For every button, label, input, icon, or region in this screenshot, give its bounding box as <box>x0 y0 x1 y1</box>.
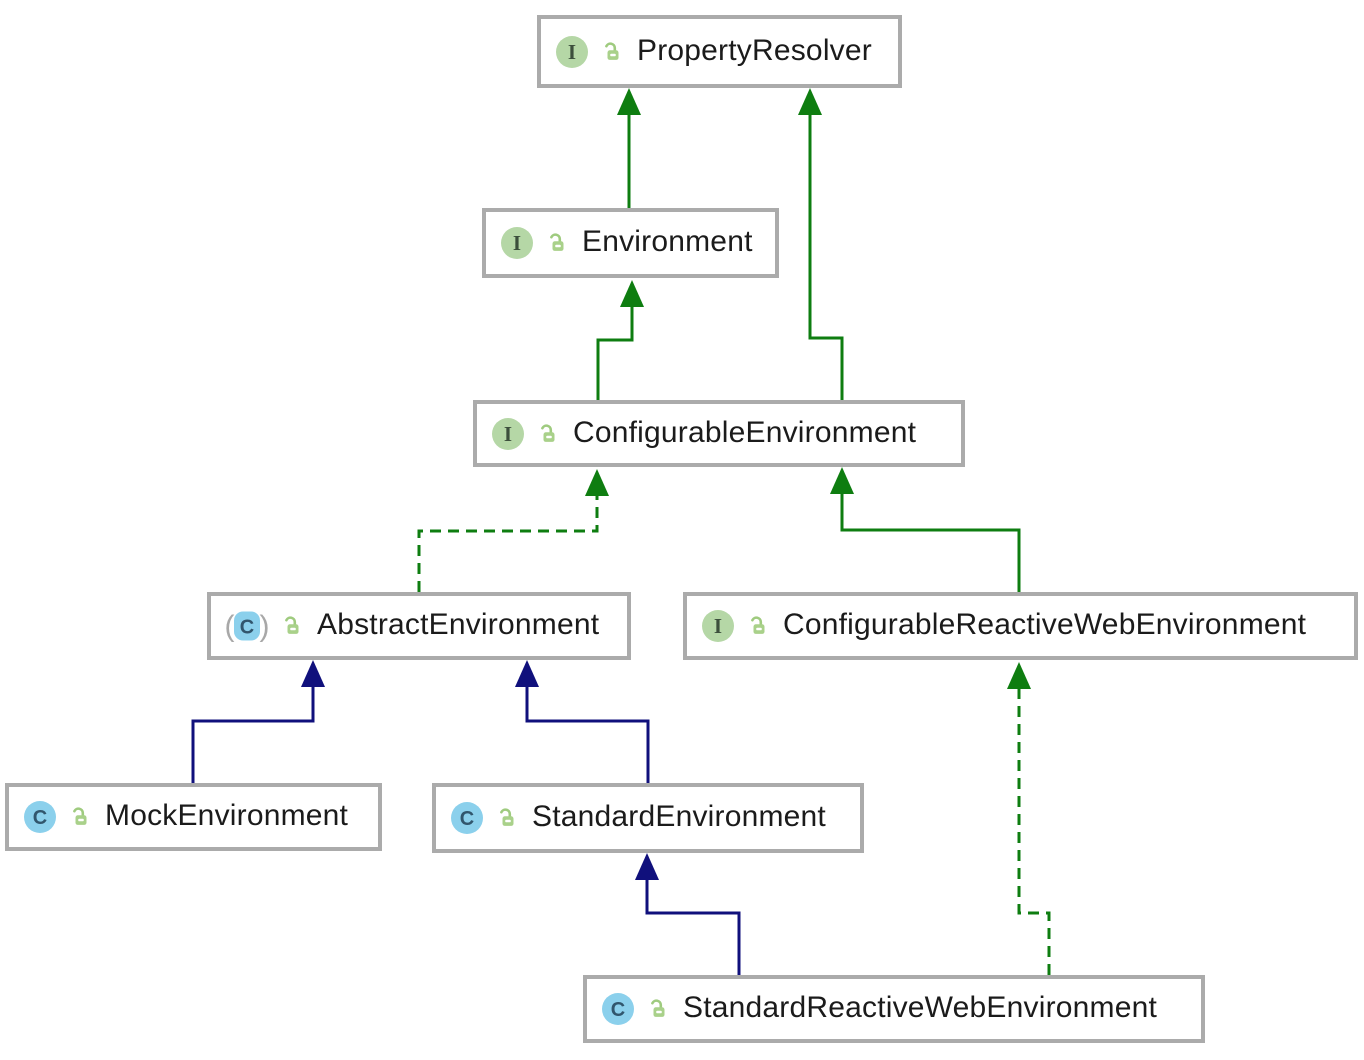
interface-icon: I <box>556 35 588 68</box>
public-visibility-lock-icon <box>500 808 514 826</box>
svg-text:I: I <box>513 231 521 255</box>
edge-standardreactivewebenvironment-implements-configurablereactivewebenvironment <box>1007 662 1051 975</box>
class-node-configurable-environment[interactable]: I ConfigurableEnvironment <box>473 400 965 467</box>
class-name-label: Environment <box>582 225 753 258</box>
class-node-property-resolver[interactable]: I PropertyResolver <box>537 15 902 88</box>
svg-text:): ) <box>260 610 270 643</box>
public-visibility-lock-icon <box>541 423 555 442</box>
svg-text:C: C <box>33 807 47 829</box>
class-name-label: ConfigurableReactiveWebEnvironment <box>783 608 1307 641</box>
class-name-label: StandardReactiveWebEnvironment <box>683 991 1158 1024</box>
class-node-configurable-reactive-web-environment[interactable]: I ConfigurableReactiveWebEnvironment <box>683 592 1358 660</box>
edge-mockenvironment-extends-abstractenvironment <box>191 660 325 783</box>
class-node-environment[interactable]: I Environment <box>482 208 779 278</box>
edge-configurablereactivewebenvironment-extends-configurableenvironment <box>830 467 1021 592</box>
class-node-mock-environment[interactable]: C MockEnvironment <box>5 783 382 851</box>
class-icon: C <box>602 993 634 1025</box>
svg-text:C: C <box>611 999 625 1021</box>
interface-icon: I <box>702 610 734 642</box>
public-visibility-lock-icon <box>605 41 619 60</box>
class-name-label: ConfigurableEnvironment <box>573 415 917 449</box>
public-visibility-lock-icon <box>285 616 299 634</box>
class-name-label: StandardEnvironment <box>532 800 826 833</box>
abstract-class-icon: ( C ) <box>225 610 270 643</box>
interface-icon: I <box>492 417 524 450</box>
interface-icon: I <box>501 227 533 259</box>
svg-text:C: C <box>240 617 254 639</box>
svg-text:I: I <box>504 422 512 446</box>
public-visibility-lock-icon <box>651 999 665 1017</box>
edge-environment-extends-propertyresolver <box>617 88 641 208</box>
public-visibility-lock-icon <box>751 616 765 634</box>
public-visibility-lock-icon <box>73 807 87 825</box>
svg-text:C: C <box>460 808 474 830</box>
svg-text:I: I <box>568 40 576 64</box>
class-icon: C <box>24 801 56 833</box>
class-name-label: AbstractEnvironment <box>317 608 600 641</box>
public-visibility-lock-icon <box>550 233 564 251</box>
class-node-abstract-environment[interactable]: ( C ) AbstractEnvironment <box>207 592 631 660</box>
class-icon: C <box>451 802 483 834</box>
edge-abstractenvironment-implements-configurableenvironment <box>417 469 609 592</box>
edge-configurableenvironment-extends-environment <box>596 280 644 400</box>
class-node-standard-environment[interactable]: C StandardEnvironment <box>432 783 864 853</box>
edge-standardreactivewebenvironment-extends-standardenvironment <box>635 853 741 975</box>
svg-text:(: ( <box>225 610 235 643</box>
edge-standardenvironment-extends-abstractenvironment <box>515 660 650 783</box>
class-name-label: MockEnvironment <box>105 799 349 832</box>
edge-configurableenvironment-extends-propertyresolver <box>798 88 844 400</box>
class-name-label: PropertyResolver <box>637 33 872 67</box>
svg-text:I: I <box>714 614 722 638</box>
class-node-standard-reactive-web-environment[interactable]: C StandardReactiveWebEnvironment <box>583 975 1205 1043</box>
